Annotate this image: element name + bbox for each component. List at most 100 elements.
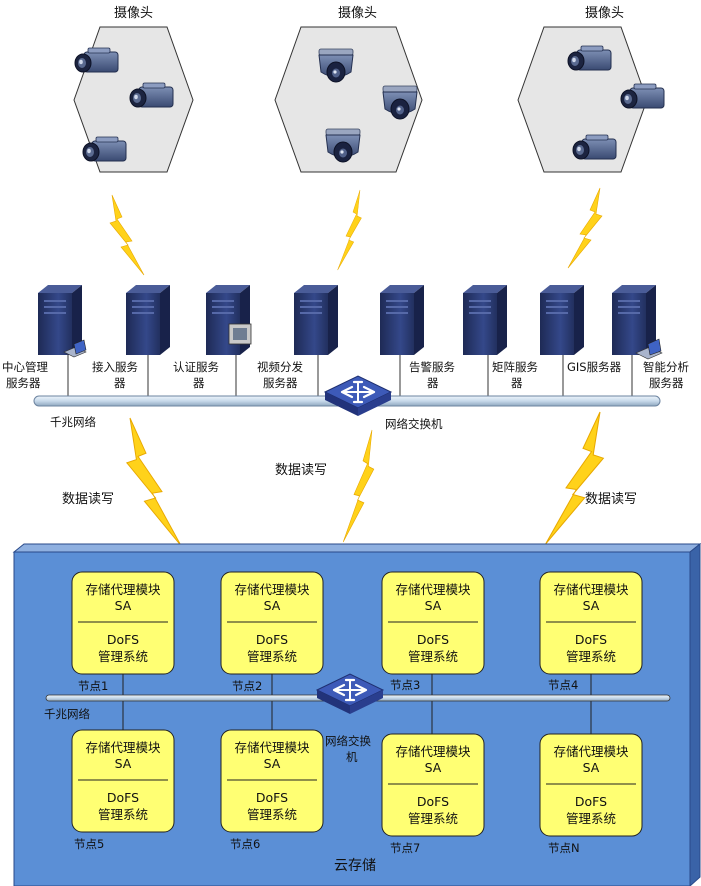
network-switch-label: 网络交换机 — [385, 417, 443, 431]
data-rw-label: 数据读写 — [62, 492, 114, 507]
camera-group-label: 摄像头 — [114, 6, 153, 21]
camera-group-label: 摄像头 — [585, 6, 624, 21]
storage-nodes: 存储代理模块SADoFS管理系统节点1存储代理模块SADoFS管理系统节点2存储… — [71, 571, 643, 855]
server-label: 服务器 — [649, 376, 684, 390]
cloud-storage-title: 云存储 — [334, 858, 376, 874]
server-connectors — [67, 355, 633, 398]
sa-module-label: 存储代理模块 — [85, 740, 161, 755]
data-rw-bolt-icon — [545, 411, 604, 545]
cloud-switch-label: 网络交换 — [325, 734, 371, 748]
server-row — [38, 285, 663, 360]
dofs-label: DoFS — [107, 632, 139, 647]
server-gis — [540, 285, 584, 355]
laptop-icon — [635, 338, 663, 360]
node-label: 节点3 — [390, 678, 420, 692]
server-label: 中心管理 — [2, 360, 48, 374]
cloud-gigabit-label: 千兆网络 — [44, 707, 90, 721]
sa-module-label: SA — [115, 756, 132, 771]
server-label: 认证服务 — [173, 360, 219, 374]
node-box — [220, 571, 324, 675]
server-intelligent-analysis — [612, 285, 663, 360]
camera-group-1: 摄像头 — [73, 6, 194, 173]
node-box — [71, 729, 175, 833]
dofs-label: DoFS — [256, 790, 288, 805]
server-label: 器 — [193, 376, 205, 390]
wireless-bolt-icon — [567, 187, 603, 269]
server-video-distribution — [294, 285, 338, 355]
monitor-icon — [228, 323, 252, 345]
node-box — [381, 571, 485, 675]
sa-module-label: SA — [115, 598, 132, 613]
dofs-label: 管理系统 — [98, 649, 148, 664]
dofs-label: 管理系统 — [247, 807, 297, 822]
camera-group-label: 摄像头 — [338, 6, 377, 21]
sa-module-label: SA — [583, 760, 600, 775]
data-rw-label: 数据读写 — [585, 492, 637, 507]
sa-module-label: SA — [264, 598, 281, 613]
dofs-label: DoFS — [256, 632, 288, 647]
node-label: 节点1 — [78, 679, 108, 693]
sa-module-label: 存储代理模块 — [395, 582, 471, 597]
wireless-bolt-icon — [337, 189, 362, 271]
dofs-label: 管理系统 — [566, 649, 616, 664]
sa-module-label: 存储代理模块 — [553, 582, 629, 597]
dofs-label: 管理系统 — [98, 807, 148, 822]
dofs-label: DoFS — [107, 790, 139, 805]
dofs-label: 管理系统 — [566, 811, 616, 826]
server-label: 服务器 — [263, 376, 298, 390]
server-label: 器 — [427, 376, 439, 390]
node-box — [71, 571, 175, 675]
node-label: 节点2 — [232, 679, 262, 693]
node-label: 节点4 — [548, 678, 578, 692]
server-center-management — [38, 285, 87, 358]
sa-module-label: SA — [425, 598, 442, 613]
node-label: 节点7 — [390, 841, 420, 855]
sa-module-label: 存储代理模块 — [234, 740, 310, 755]
gigabit-network-label: 千兆网络 — [50, 415, 96, 429]
server-labels: 中心管理 服务器 接入服务 器 认证服务 器 视频分发 服务器 告警服务 器 矩… — [2, 360, 689, 390]
sa-module-label: 存储代理模块 — [234, 582, 310, 597]
sa-module-label: 存储代理模块 — [85, 582, 161, 597]
wireless-bolt-icon — [109, 194, 145, 276]
server-label: 接入服务 — [92, 360, 138, 374]
server-access — [126, 285, 170, 355]
server-matrix — [463, 285, 507, 355]
node-label: 节点5 — [74, 837, 104, 851]
server-label: 告警服务 — [409, 360, 455, 374]
dofs-label: DoFS — [575, 632, 607, 647]
node-box — [220, 729, 324, 833]
sa-module-label: SA — [264, 756, 281, 771]
node-box — [539, 733, 643, 837]
dofs-label: DoFS — [417, 632, 449, 647]
server-label: 器 — [511, 376, 523, 390]
server-tower-icon — [206, 285, 250, 355]
camera-group-2: 摄像头 — [274, 6, 423, 173]
server-label: 矩阵服务 — [492, 360, 538, 374]
data-rw-bolt-icon — [126, 417, 182, 547]
data-rw-label: 数据读写 — [275, 463, 327, 478]
dofs-label: DoFS — [417, 794, 449, 809]
node-box — [539, 571, 643, 675]
cloud-switch-label: 机 — [346, 750, 358, 764]
server-alarm — [380, 285, 424, 355]
box-camera-icon — [74, 47, 119, 73]
node-box — [381, 733, 485, 837]
dofs-label: 管理系统 — [247, 649, 297, 664]
sa-module-label: 存储代理模块 — [395, 744, 471, 759]
server-label: 智能分析 — [643, 360, 689, 374]
network-switch-icon — [323, 374, 393, 418]
server-label: GIS服务器 — [567, 360, 622, 374]
server-label: 视频分发 — [257, 360, 303, 374]
data-rw-bolt-icon — [342, 429, 375, 543]
sa-module-label: SA — [583, 598, 600, 613]
sa-module-label: SA — [425, 760, 442, 775]
